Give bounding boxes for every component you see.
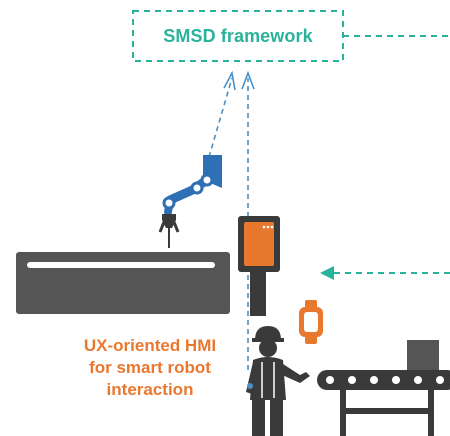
feedback-arrowhead xyxy=(320,266,334,280)
machine-bed-icon xyxy=(16,252,230,314)
worker-icon xyxy=(246,326,310,436)
conveyor-belt-icon xyxy=(317,340,450,436)
hmi-caption-line-2: for smart robot xyxy=(89,358,211,377)
worker-uplink-arrowhead xyxy=(241,70,255,90)
robot-arm-icon xyxy=(158,155,222,248)
smartwatch-icon xyxy=(299,300,323,344)
hmi-caption-line-3: interaction xyxy=(106,380,194,399)
robot-uplink-arrowhead xyxy=(223,70,236,91)
robot-uplink-line xyxy=(208,77,233,158)
hmi-caption-line-1: UX-oriented HMI xyxy=(83,336,217,355)
hmi-panel-icon xyxy=(238,216,280,316)
hmi-caption: UX-oriented HMI for smart robot interact… xyxy=(40,335,260,401)
framework-label: SMSD framework xyxy=(163,25,313,46)
